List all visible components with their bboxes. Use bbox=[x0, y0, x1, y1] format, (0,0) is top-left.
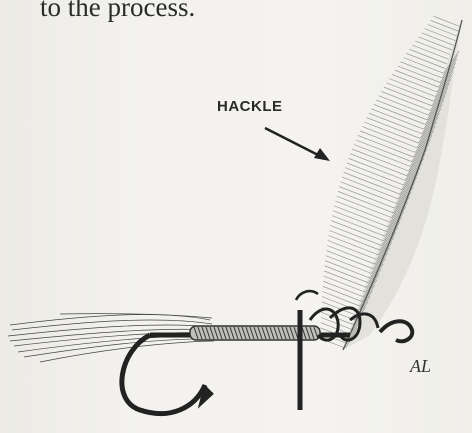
feather-barb bbox=[418, 37, 452, 50]
feather-barb bbox=[367, 118, 421, 139]
feather-barb bbox=[389, 79, 435, 97]
hackle-label: HACKLE bbox=[217, 98, 283, 115]
feather-barb bbox=[352, 149, 408, 171]
tail-fibers bbox=[8, 314, 214, 362]
feather-barb bbox=[364, 122, 418, 143]
hackle-feather bbox=[320, 16, 462, 350]
feather-barb bbox=[360, 131, 415, 152]
feather-barb bbox=[350, 154, 407, 176]
feather-barb bbox=[362, 126, 417, 147]
feather-barb bbox=[321, 323, 350, 334]
feather-barb bbox=[358, 135, 414, 157]
feather-barb bbox=[326, 256, 372, 274]
feather-barb bbox=[349, 158, 406, 180]
feather-barb bbox=[325, 261, 370, 278]
feather-barb bbox=[434, 16, 461, 26]
feather-barb bbox=[329, 230, 380, 250]
feather-barb bbox=[381, 91, 430, 110]
feather-barb bbox=[329, 235, 379, 254]
feather-barb bbox=[376, 100, 427, 120]
feather-barb bbox=[342, 177, 398, 199]
feather-barb bbox=[324, 271, 367, 288]
feather-barb bbox=[331, 221, 383, 241]
feather-barb bbox=[371, 109, 423, 129]
hackle-arrow bbox=[265, 128, 330, 161]
feather-barb bbox=[334, 206, 388, 227]
feather-barb bbox=[324, 276, 365, 292]
feather-barb bbox=[327, 246, 375, 265]
feather-barb bbox=[330, 226, 381, 246]
feather-barb bbox=[415, 41, 450, 55]
feather-barb bbox=[356, 140, 412, 162]
feather-barb bbox=[384, 87, 432, 106]
feather-barb bbox=[421, 33, 453, 46]
feather-barb bbox=[325, 266, 369, 283]
feather-barb bbox=[354, 145, 410, 167]
feather-barb bbox=[332, 216, 385, 237]
feather-barb bbox=[392, 74, 437, 91]
feather-barb bbox=[428, 25, 457, 36]
artist-signature: AL bbox=[409, 356, 431, 376]
feather-barb bbox=[337, 196, 392, 217]
feather-barb bbox=[431, 20, 459, 31]
feather-barb bbox=[345, 168, 402, 190]
feather-barb bbox=[328, 240, 377, 259]
feather-barb bbox=[338, 191, 394, 213]
feather-barb bbox=[369, 113, 422, 134]
feather-barb bbox=[335, 201, 390, 222]
feather-barb bbox=[326, 251, 373, 269]
feather-barb bbox=[401, 62, 442, 78]
feather-barb bbox=[424, 29, 455, 41]
feather-barb bbox=[412, 45, 448, 59]
feather-barb bbox=[395, 70, 439, 87]
feather-barb bbox=[347, 163, 404, 185]
feather-barb bbox=[341, 182, 397, 204]
feather-barb bbox=[379, 96, 429, 115]
feather-barb bbox=[398, 66, 441, 83]
feather-barb bbox=[344, 172, 401, 194]
feather-barb bbox=[339, 187, 395, 209]
feather-barb bbox=[387, 83, 434, 101]
feather-barb bbox=[374, 104, 425, 124]
feather-barb bbox=[333, 211, 387, 232]
